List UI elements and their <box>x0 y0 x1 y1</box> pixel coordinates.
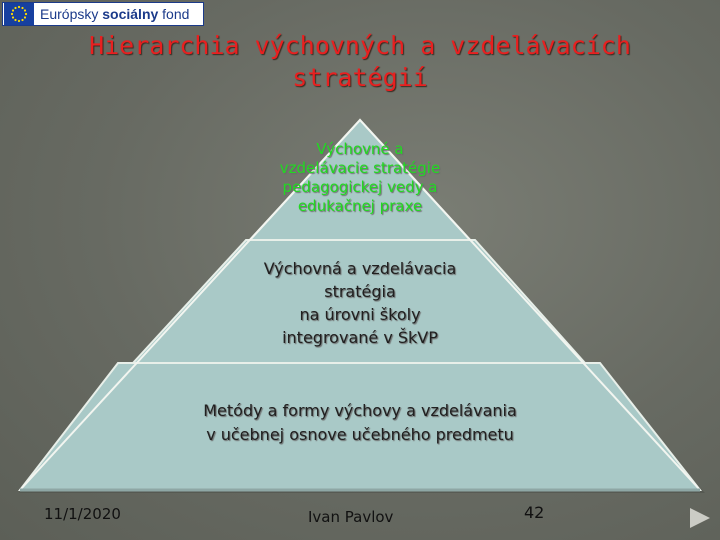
eu-flag-icon <box>4 3 34 25</box>
title-line-1: Hierarchia výchovných a vzdelávacích <box>89 31 631 60</box>
level-1-line: edukačnej praxe <box>297 197 423 215</box>
title-line-2: stratégií <box>292 63 428 92</box>
level-2-line: integrované v ŠkVP <box>282 328 438 347</box>
eu-logo-text: Európsky sociálny fond <box>40 6 190 22</box>
level-3-line: v učebnej osnove učebného predmetu <box>206 425 514 444</box>
slide-title: Hierarchia výchovných a vzdelávacích str… <box>40 30 680 94</box>
level-1-line: Výchovné a <box>316 140 404 158</box>
level-3-line: Metódy a formy výchovy a vzdelávania <box>203 401 517 420</box>
pyramid-outline <box>19 118 701 491</box>
pyramid-level-3-text: Metódy a formy výchovy a vzdelávania v u… <box>120 399 600 447</box>
level-2-line: stratégia <box>324 282 396 301</box>
slide-number: 42 <box>524 503 545 522</box>
footer-date: 11/1/2020 <box>44 505 121 523</box>
level-1-line: vzdelávacie stratégie <box>279 159 441 177</box>
level-1-line: pedagogickej vedy a <box>282 178 438 196</box>
eu-logo: Európsky sociálny fond <box>2 2 204 26</box>
pyramid-level-2-text: Výchovná a vzdelávacia stratégia na úrov… <box>210 257 510 349</box>
pyramid-level-1-text: Výchovné a vzdelávacie stratégie pedagog… <box>240 140 480 216</box>
decorative-arrow-icon <box>690 508 710 528</box>
level-2-line: Výchovná a vzdelávacia <box>263 259 457 278</box>
level-2-line: na úrovni školy <box>299 305 421 324</box>
footer-author: Ivan Pavlov <box>308 508 394 526</box>
